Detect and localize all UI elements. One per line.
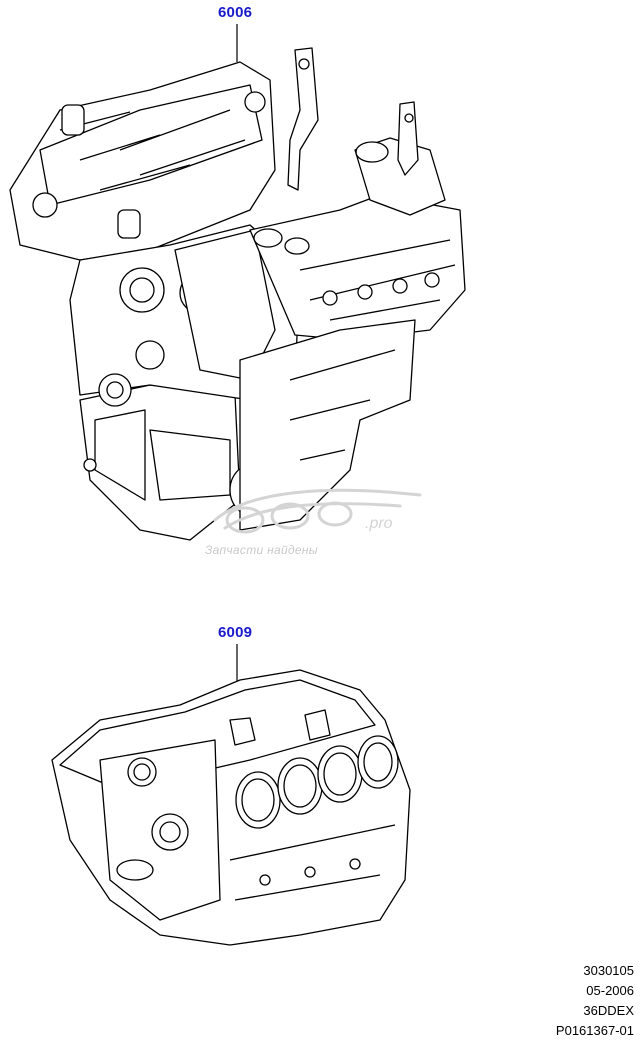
diagram-info: 3030105 05-2006 36DDEX P0161367-01 — [556, 961, 634, 1041]
diagram-date: 05-2006 — [586, 983, 634, 998]
diagram-series: 36DDEX — [583, 1003, 634, 1018]
svg-text:.pro: .pro — [365, 515, 393, 532]
cylinder-block-drawing — [51, 669, 411, 946]
watermark-text: Запчасти найдены — [205, 543, 318, 557]
diagram-id: P0161367-01 — [555, 1023, 634, 1038]
diagram-code: 3030105 — [583, 963, 634, 978]
part-number-6009[interactable]: 6009 — [218, 624, 253, 641]
engine-assembly-drawing — [9, 47, 466, 541]
watermark-logo: .pro — [213, 488, 422, 534]
part-number-6006[interactable]: 6006 — [218, 4, 253, 21]
